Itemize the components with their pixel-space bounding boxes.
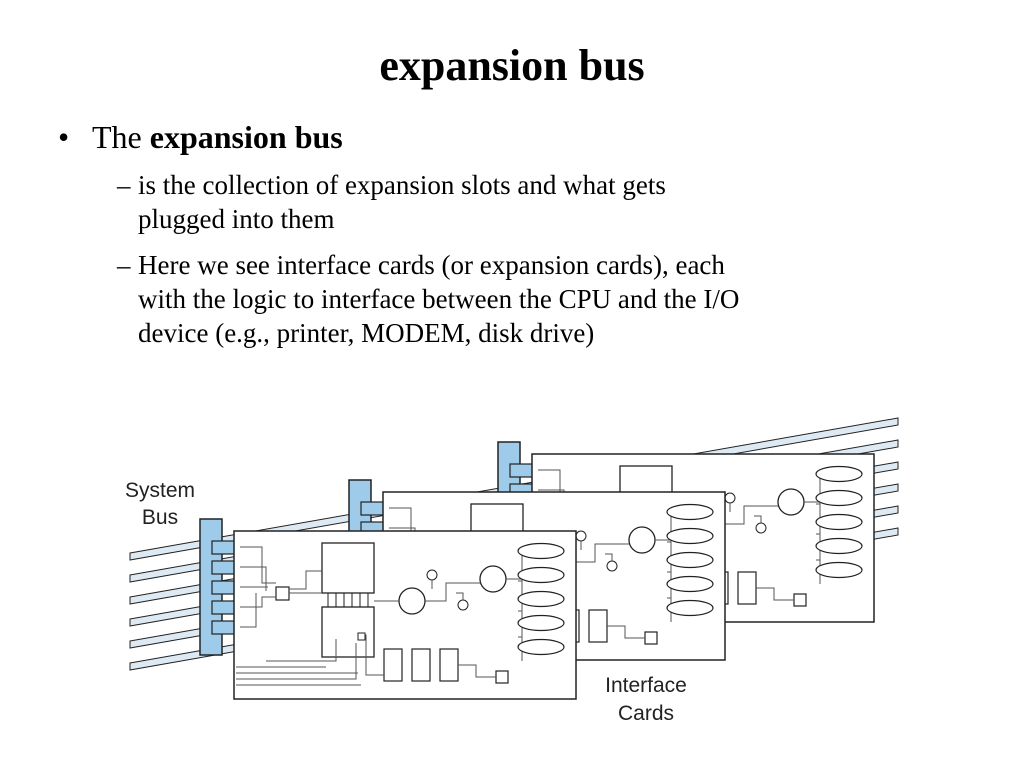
bullet-list: • The expansion bus – is the collection … [58, 116, 958, 350]
bullet-prefix: The [92, 119, 150, 155]
subbullet-line: device (e.g., printer, MODEM, disk drive… [138, 318, 595, 348]
subbullet-item: – is the collection of expansion slots a… [58, 168, 958, 236]
subbullet-line: is the collection of expansion slots and… [138, 170, 666, 200]
subbullet-line: with the logic to interface between the … [138, 284, 740, 314]
subbullet-line: Here we see interface cards (or expansio… [138, 250, 725, 280]
system-bus-label-line: System [125, 479, 195, 502]
bullet-marker: • [58, 119, 70, 155]
subbullet-marker: – [117, 170, 131, 200]
interface-cards-label-line: Cards [618, 702, 674, 725]
slide-title: expansion bus [379, 41, 645, 90]
system-bus-label-line: Bus [142, 506, 178, 529]
bullet-item: • The expansion bus [58, 116, 958, 158]
interface-cards-label-line: Interface [605, 674, 687, 697]
subbullet-marker: – [117, 250, 131, 280]
subbullet-item: – Here we see interface cards (or expans… [58, 248, 958, 350]
bullet-bold-term: expansion bus [149, 119, 343, 155]
subbullet-line: plugged into them [138, 204, 335, 234]
interface-card [199, 518, 577, 700]
